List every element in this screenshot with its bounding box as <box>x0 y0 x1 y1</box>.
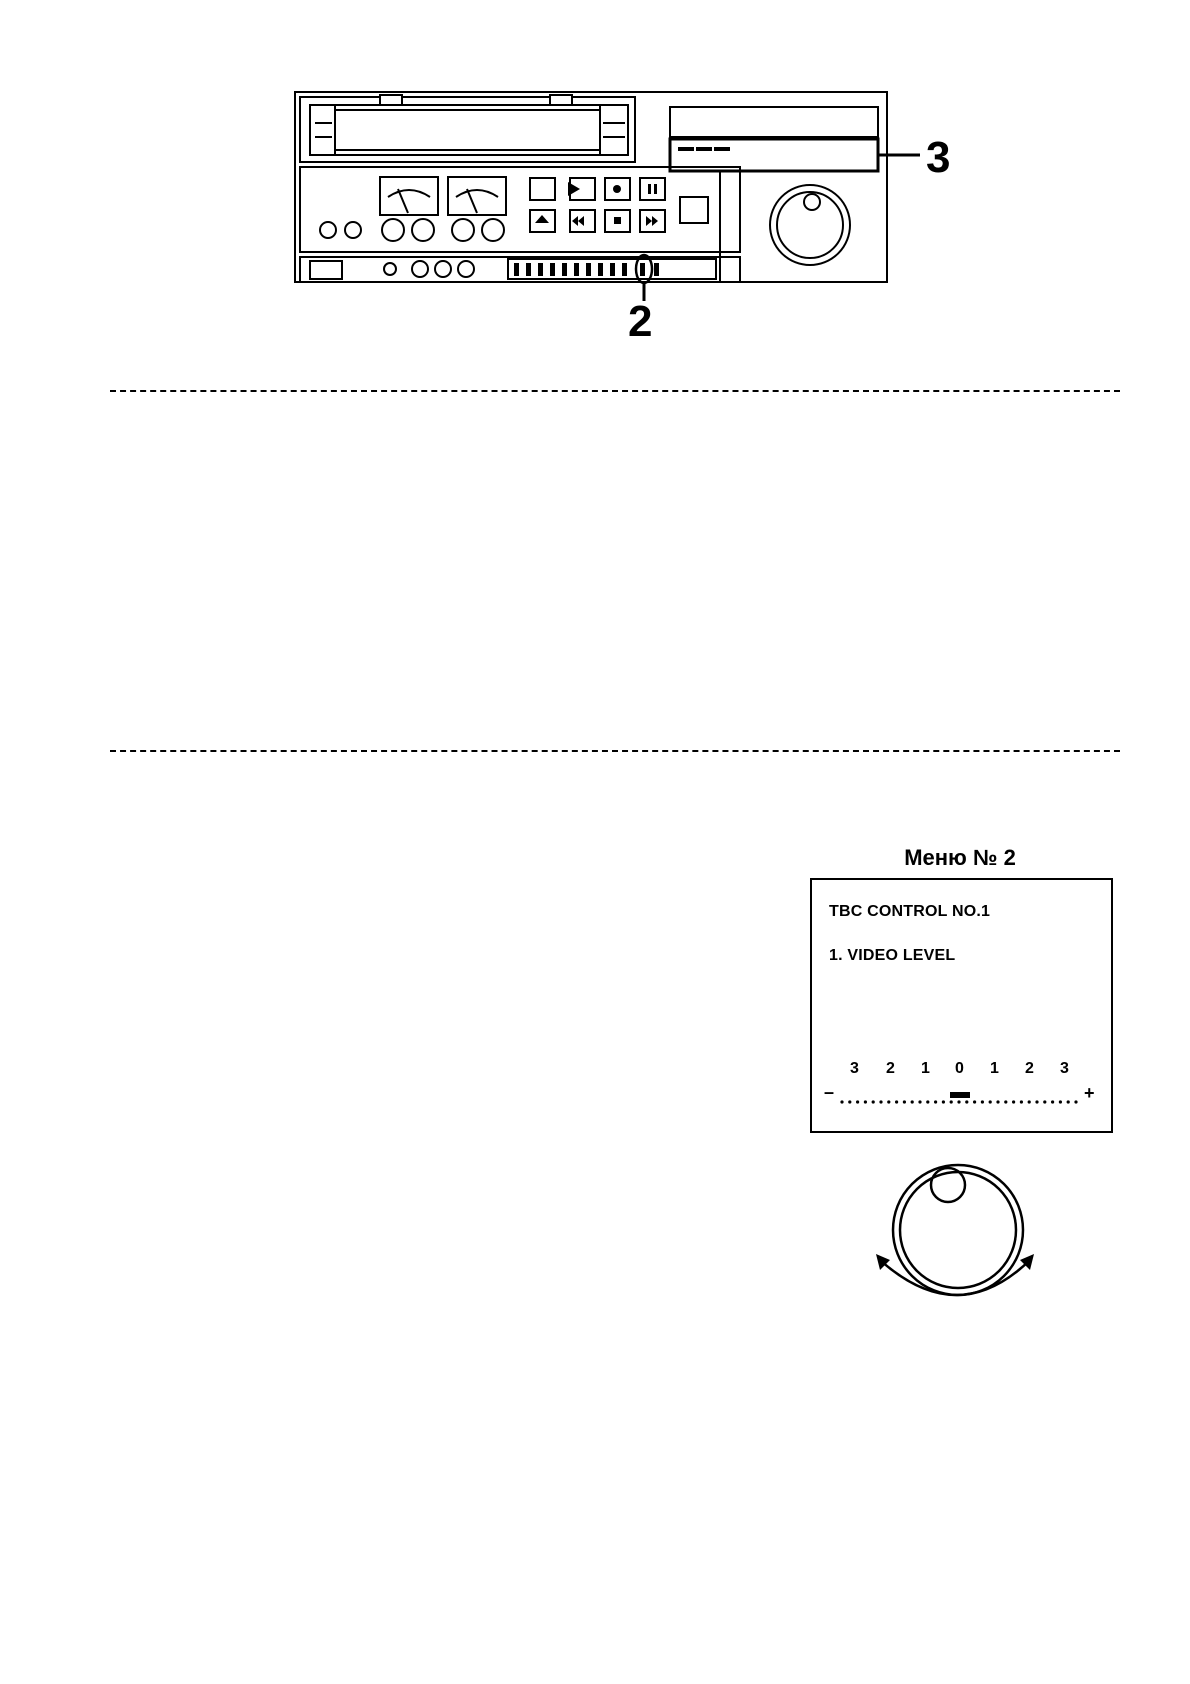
scale-dot <box>973 1100 977 1104</box>
scale-dot <box>871 1100 875 1104</box>
scale-dot <box>1012 1100 1016 1104</box>
scale-dot <box>1019 1100 1023 1104</box>
scale-dot <box>996 1100 1000 1104</box>
scale-dot <box>1004 1100 1008 1104</box>
jog-dial-icon <box>876 1163 1034 1297</box>
scale-dot <box>934 1100 938 1104</box>
dashed-separator-top <box>110 390 1120 392</box>
scale-label: 2 <box>1025 1060 1034 1077</box>
scale-label: 1 <box>990 1060 999 1077</box>
scale-dot <box>1043 1100 1047 1104</box>
scale-dot <box>848 1100 852 1104</box>
level-scale-dots <box>840 1092 1078 1104</box>
scale-dot <box>918 1100 922 1104</box>
scale-dot <box>856 1100 860 1104</box>
scale-dot <box>988 1100 992 1104</box>
scale-dot <box>895 1100 899 1104</box>
menu-title: Меню № 2 <box>904 845 1016 870</box>
dashed-separator-bottom <box>110 750 1120 752</box>
scale-label: 1 <box>921 1060 930 1077</box>
menu-heading: TBC CONTROL NO.1 <box>829 903 991 920</box>
vcr-front-panel-figure: 3 2 <box>280 85 960 365</box>
scale-minus: – <box>824 1082 835 1102</box>
scale-dot <box>957 1100 961 1104</box>
scale-dot <box>902 1100 906 1104</box>
scale-dot <box>941 1100 945 1104</box>
scale-dot <box>910 1100 914 1104</box>
scale-label: 3 <box>1060 1060 1069 1077</box>
scale-dot <box>980 1100 984 1104</box>
scale-dot <box>1066 1100 1070 1104</box>
scale-label: 3 <box>850 1060 859 1077</box>
scale-dot <box>1027 1100 1031 1104</box>
scale-label: 0 <box>955 1060 964 1077</box>
scale-dot <box>1035 1100 1039 1104</box>
scale-dot <box>1058 1100 1062 1104</box>
rotation-arrows-icon <box>876 1254 1034 1297</box>
scale-dot <box>926 1100 930 1104</box>
scale-dot <box>863 1100 867 1104</box>
scale-dot <box>1051 1100 1055 1104</box>
scale-dot <box>879 1100 883 1104</box>
menu-item: 1. VIDEO LEVEL <box>829 947 956 964</box>
callout-3: 3 <box>926 133 951 182</box>
menu-screen: TBC CONTROL NO.1 1. VIDEO LEVEL 3 2 1 0 … <box>810 878 1113 1133</box>
callout-2: 2 <box>628 297 653 346</box>
vcr-front-panel-icon <box>294 91 920 301</box>
scale-dot <box>965 1100 969 1104</box>
scale-dot <box>840 1100 844 1104</box>
scale-dot <box>1074 1100 1078 1104</box>
scale-label: 2 <box>886 1060 895 1077</box>
level-marker <box>950 1092 970 1098</box>
scale-plus: + <box>1084 1083 1095 1103</box>
scale-dot <box>887 1100 891 1104</box>
scale-dot <box>949 1100 953 1104</box>
jog-dial-figure <box>870 1160 1050 1320</box>
